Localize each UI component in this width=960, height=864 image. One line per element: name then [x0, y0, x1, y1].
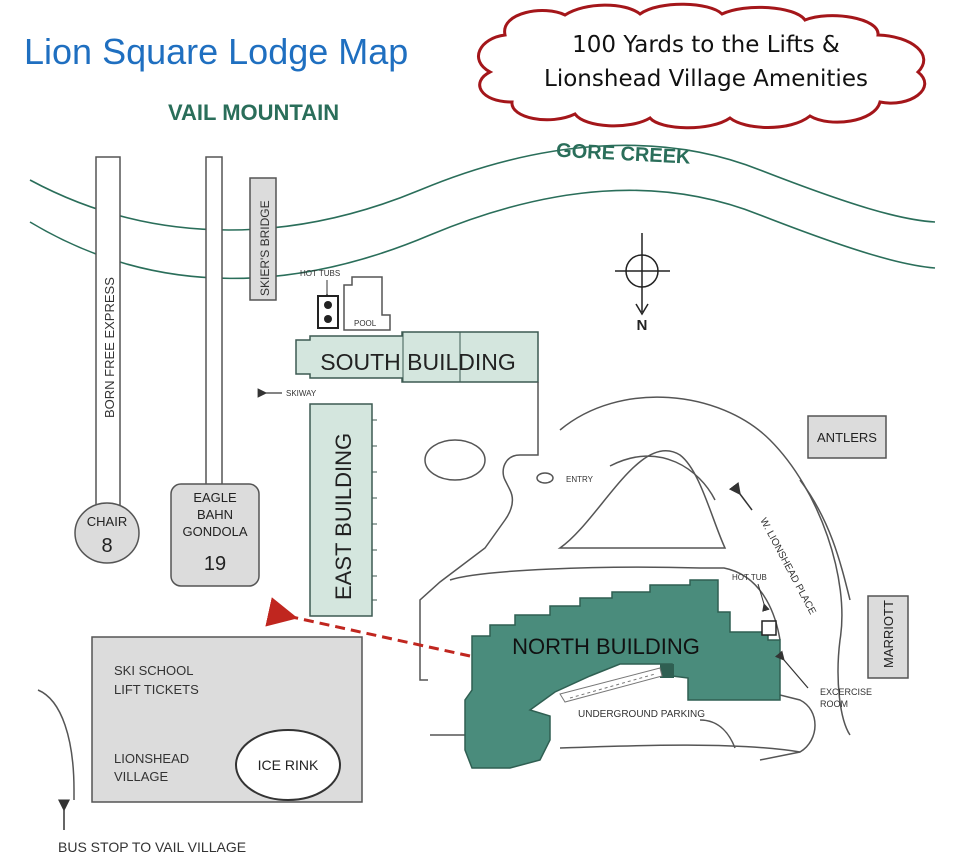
ice-rink — [235, 729, 341, 801]
born-free-express-label: BORN FREE EXPRESS — [102, 277, 117, 418]
direction-arrow-icon — [728, 482, 753, 511]
south-building: SOUTH BUILDING — [295, 331, 539, 383]
gore-creek-label: GORE CREEK — [556, 140, 692, 169]
marriott-label: MARRIOTT — [881, 600, 896, 668]
entry-label: ENTRY — [566, 475, 594, 484]
bus-stop-label: BUS STOP TO VAIL VILLAGE — [58, 839, 246, 855]
ski-school-label: SKI SCHOOL — [114, 663, 193, 678]
hot-tubs-label: HOT TUBS — [300, 269, 340, 278]
skiway-label: SKIWAY — [286, 389, 317, 398]
entry-marker: ENTRY — [536, 472, 594, 484]
ice-rink-label: ICE RINK — [258, 757, 319, 773]
chair-number: 8 — [101, 535, 112, 557]
underground-parking-ramp — [559, 667, 663, 703]
gondola-line — [205, 156, 223, 488]
south-building-label: SOUTH BUILDING — [320, 349, 516, 375]
antlers-building: ANTLERS — [807, 415, 887, 459]
eagle-bahn-gondola-station: EAGLE BAHN GONDOLA 19 — [170, 483, 260, 587]
lift-tickets-label: LIFT TICKETS — [114, 682, 199, 697]
north-building: NORTH BUILDING — [464, 579, 781, 769]
compass-icon — [615, 233, 670, 316]
antlers-label: ANTLERS — [817, 430, 877, 445]
north-building-label: NORTH BUILDING — [512, 634, 700, 659]
exercise-room-label-1: EXCERCISE — [820, 687, 872, 697]
pond — [424, 439, 486, 481]
hot-tub-label: HOT TUB — [732, 573, 767, 582]
pool-label: POOL — [354, 319, 377, 328]
exercise-room-label-2: ROOM — [820, 699, 848, 709]
compass-north-label: N — [637, 316, 648, 333]
w-lionshead-place-label: W. LIONSHEAD PLACE — [757, 516, 817, 617]
distance-arrow — [265, 597, 471, 658]
gore-creek — [29, 144, 936, 280]
east-building: EAST BUILDING — [309, 403, 377, 617]
gondola-label-3: GONDOLA — [182, 524, 247, 539]
hot-tub-icon — [317, 295, 339, 329]
lionshead-label-1: LIONSHEAD — [114, 751, 189, 766]
callout-cloud: 100 Yards to the Lifts & Lionshead Villa… — [477, 2, 927, 130]
pool: POOL — [343, 276, 391, 331]
chair-8-station: CHAIR 8 — [74, 502, 140, 564]
chair-label: CHAIR — [87, 514, 127, 529]
east-building-label: EAST BUILDING — [331, 433, 356, 600]
gondola-label-2: BAHN — [197, 507, 233, 522]
skiers-bridge: SKIER'S BRIDGE — [249, 177, 277, 301]
underground-parking-label: UNDERGROUND PARKING — [578, 709, 705, 720]
lionshead-village-area: SKI SCHOOL LIFT TICKETS LIONSHEAD VILLAG… — [91, 636, 363, 803]
road-lower-left — [37, 689, 75, 800]
callout-line-1: 100 Yards to the Lifts & — [572, 32, 840, 58]
gondola-number: 19 — [204, 553, 226, 575]
marriott-building: MARRIOTT — [867, 595, 909, 679]
vail-mountain-label: VAIL MOUNTAIN — [168, 100, 339, 125]
skiers-bridge-label: SKIER'S BRIDGE — [258, 200, 272, 296]
born-free-express-line: BORN FREE EXPRESS — [95, 156, 121, 513]
callout-line-2: Lionshead Village Amenities — [544, 66, 868, 92]
lionshead-label-2: VILLAGE — [114, 769, 169, 784]
skiway-indicator: SKIWAY — [257, 388, 317, 398]
gondola-label-1: EAGLE — [193, 490, 237, 505]
map-title: Lion Square Lodge Map — [24, 31, 408, 72]
